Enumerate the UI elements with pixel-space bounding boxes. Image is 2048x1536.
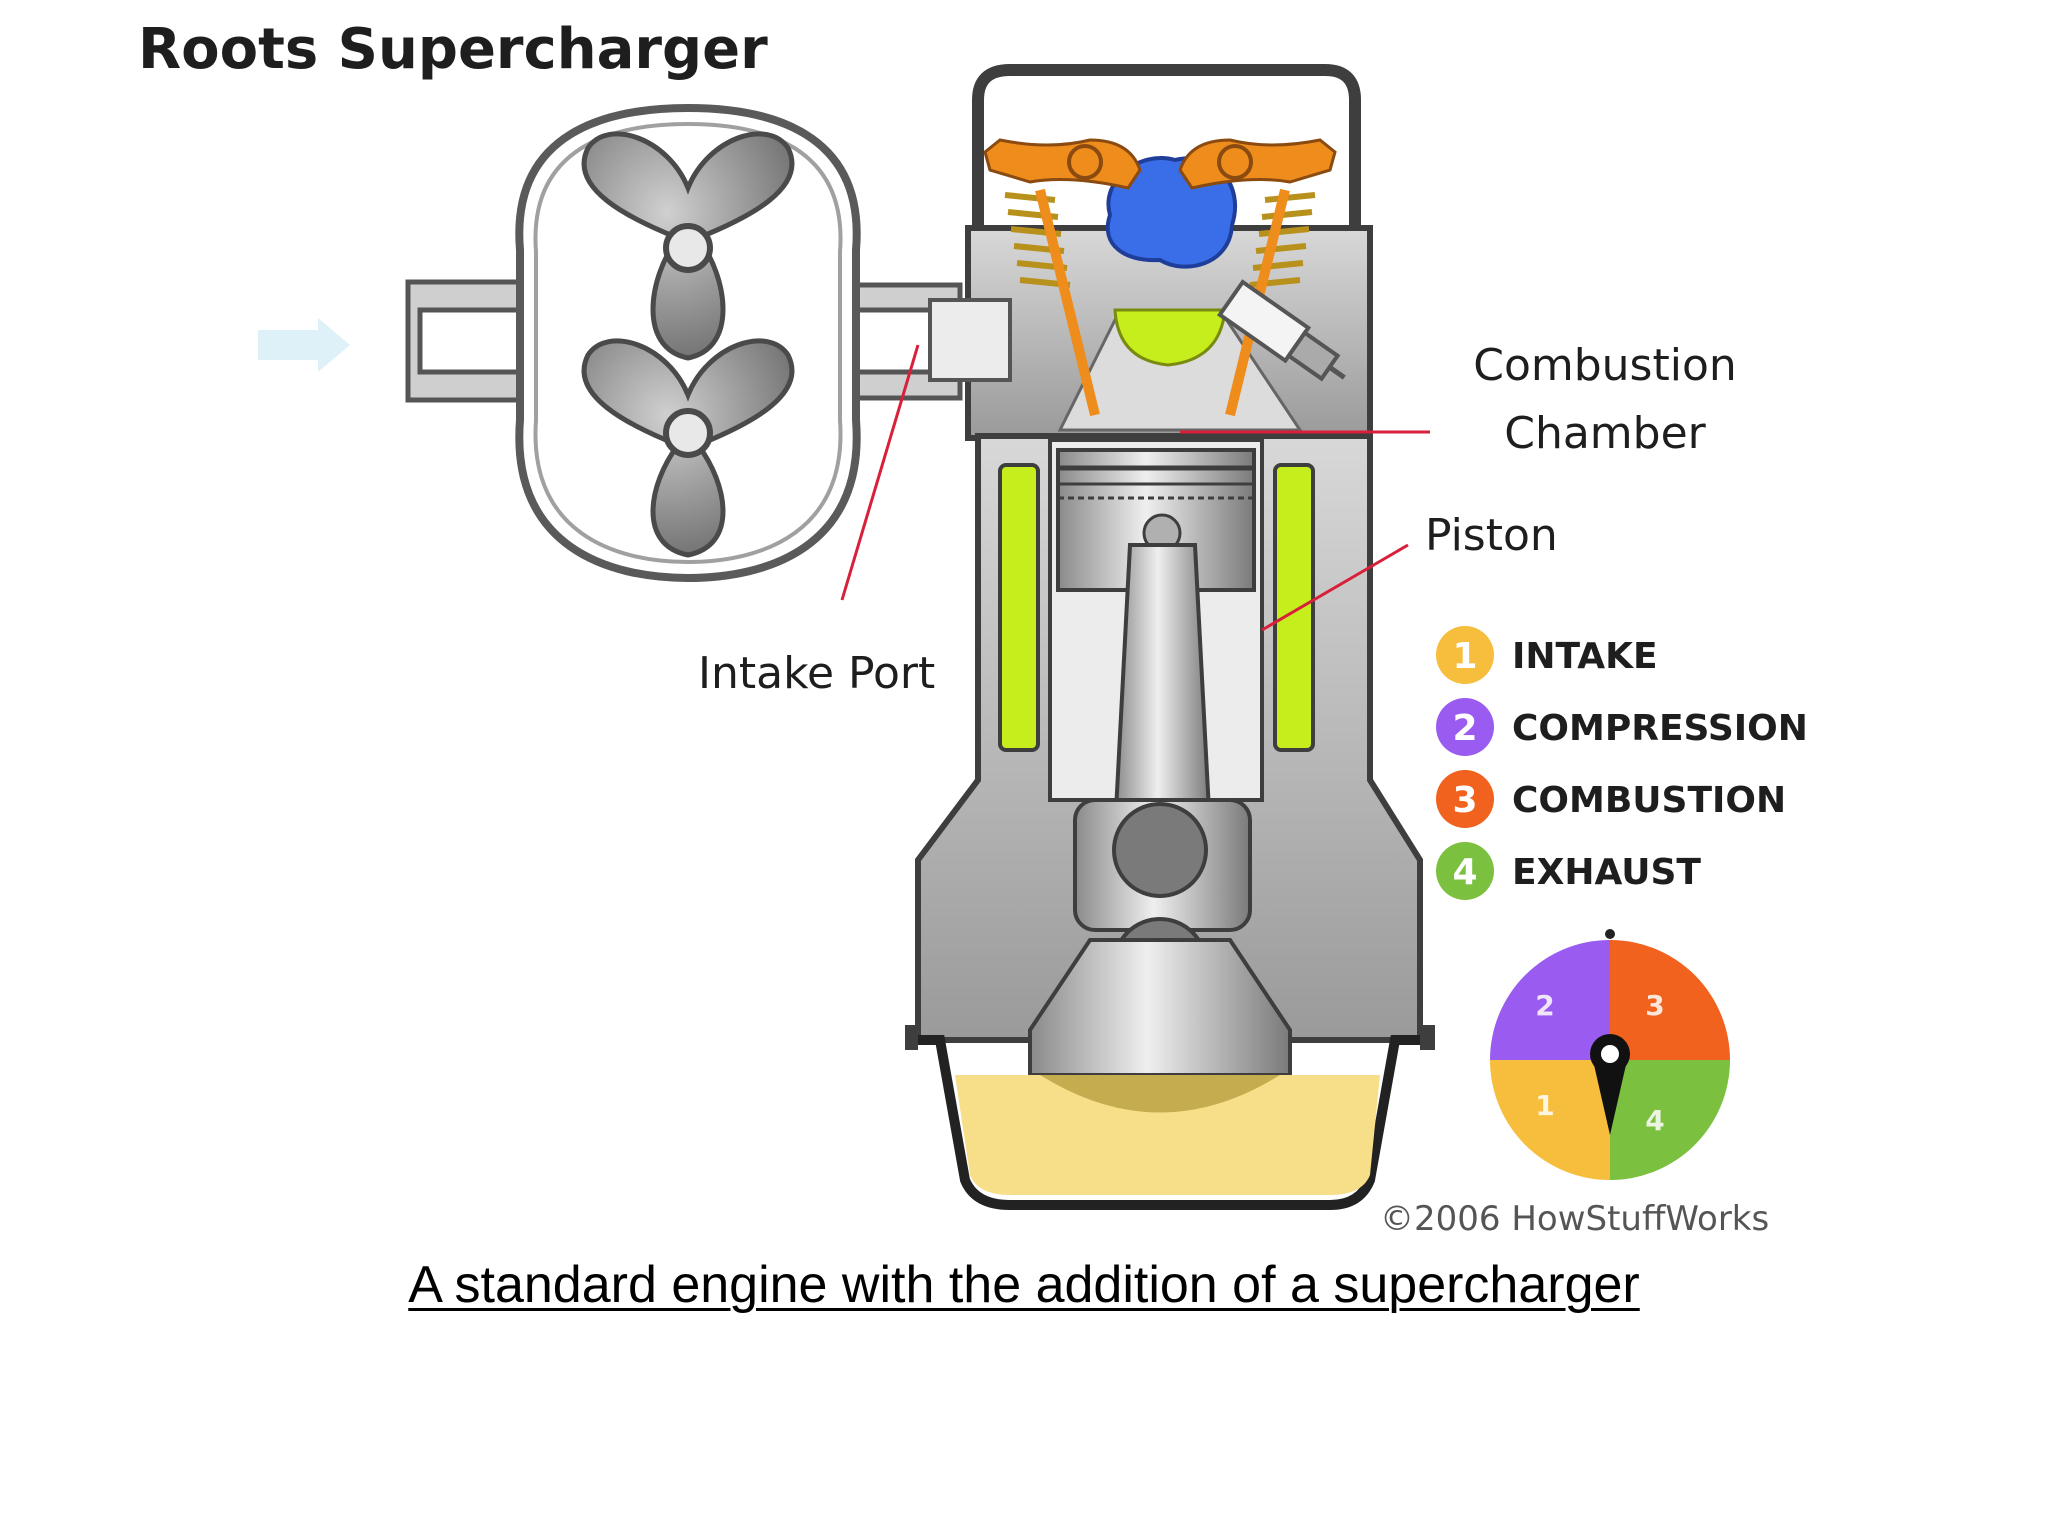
dial-segment-2 bbox=[1490, 940, 1610, 1060]
intake-valve bbox=[1035, 188, 1100, 417]
dial-segment-4 bbox=[1610, 1060, 1730, 1180]
svg-text:1: 1 bbox=[1535, 1089, 1554, 1122]
svg-text:4: 4 bbox=[1645, 1104, 1664, 1137]
legend-badge bbox=[1436, 698, 1494, 756]
leader-lines bbox=[840, 344, 1430, 632]
svg-text:INTAKE: INTAKE bbox=[1512, 636, 1658, 677]
engine-block bbox=[905, 64, 1435, 1210]
svg-text:2: 2 bbox=[1452, 708, 1477, 749]
piston-leader bbox=[1261, 543, 1409, 632]
connecting-rod bbox=[1112, 543, 1213, 832]
stroke-legend: 1 INTAKE 2 COMPRESSION 3 COMBUSTION 4 EX… bbox=[1436, 626, 1808, 900]
svg-text:3: 3 bbox=[1645, 989, 1664, 1022]
legend-item-exhaust: 4 EXHAUST bbox=[1436, 842, 1701, 900]
figure-caption: A standard engine with the addition of a… bbox=[408, 1256, 1640, 1314]
intake-port-leader bbox=[840, 344, 920, 601]
dial-pointer-icon bbox=[1592, 1056, 1628, 1135]
svg-text:2: 2 bbox=[1535, 989, 1554, 1022]
rocker-arm-left bbox=[983, 138, 1142, 190]
rocker-arm-right bbox=[1178, 138, 1337, 190]
legend-badge bbox=[1436, 770, 1494, 828]
air-arrow-icon bbox=[258, 318, 350, 372]
diagram-title: Roots Supercharger bbox=[138, 17, 768, 82]
coolant-jacket-left bbox=[998, 463, 1040, 752]
rotor-top bbox=[581, 131, 795, 361]
label-combustion-chamber-line2: Chamber bbox=[1504, 408, 1706, 459]
svg-text:EXHAUST: EXHAUST bbox=[1512, 852, 1701, 893]
svg-text:3: 3 bbox=[1452, 780, 1477, 821]
label-combustion-chamber-line1: Combustion bbox=[1473, 340, 1737, 391]
oil-pan bbox=[918, 1035, 1420, 1210]
legend-badge bbox=[1436, 842, 1494, 900]
svg-text:COMPRESSION: COMPRESSION bbox=[1512, 708, 1808, 749]
oil bbox=[955, 1075, 1380, 1195]
crankpin bbox=[1112, 802, 1208, 898]
legend-item-combustion: 3 COMBUSTION bbox=[1436, 770, 1786, 828]
valve-cover bbox=[972, 64, 1361, 230]
rotor-bottom bbox=[581, 338, 795, 558]
dial-segment-3 bbox=[1610, 940, 1730, 1060]
stroke-dial: 2 3 4 1 bbox=[1490, 929, 1730, 1180]
coolant-jacket-right bbox=[1273, 463, 1315, 752]
roots-supercharger bbox=[258, 103, 963, 583]
label-piston: Piston bbox=[1425, 510, 1558, 561]
legend-item-intake: 1 INTAKE bbox=[1436, 626, 1658, 684]
svg-text:4: 4 bbox=[1452, 852, 1477, 893]
legend-item-compression: 2 COMPRESSION bbox=[1436, 698, 1808, 756]
svg-text:1: 1 bbox=[1452, 636, 1477, 677]
spark-plug-icon bbox=[1217, 279, 1346, 382]
fuel-charge bbox=[1113, 308, 1227, 367]
dial-segment-1 bbox=[1490, 1060, 1610, 1180]
copyright-notice: ©2006 HowStuffWorks bbox=[1380, 1199, 1769, 1239]
label-intake-port: Intake Port bbox=[698, 648, 935, 699]
legend-badge bbox=[1436, 626, 1494, 684]
svg-text:COMBUSTION: COMBUSTION bbox=[1512, 780, 1786, 821]
